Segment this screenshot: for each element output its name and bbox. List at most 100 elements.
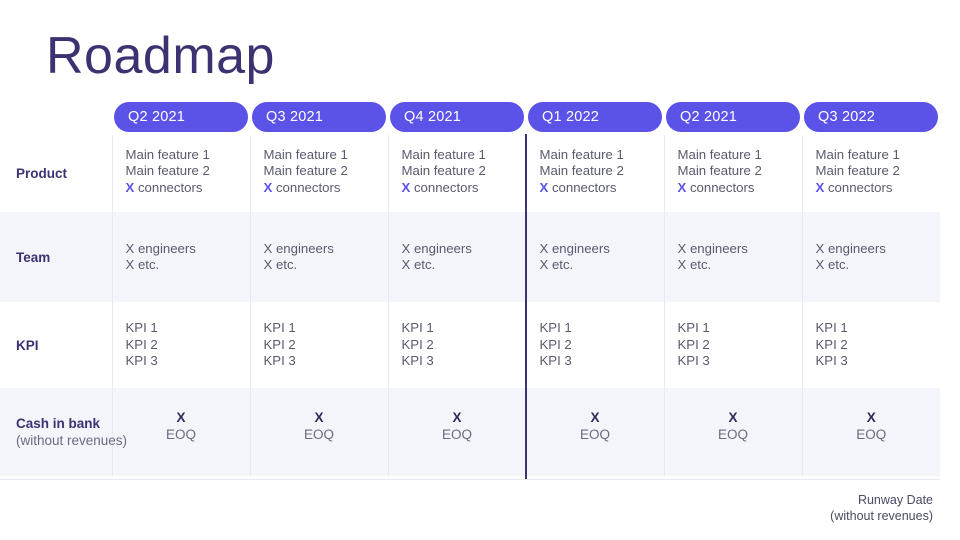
connectors-line: X connectors [540, 180, 664, 197]
row-label-team: Team [0, 212, 112, 302]
kpi-line: KPI 1 [815, 320, 848, 336]
kpi-line: KPI 2 [815, 336, 848, 352]
feature-line: Main feature 1 [125, 146, 210, 162]
quarter-pill-label: Q1 2022 [528, 102, 662, 132]
team-line: X etc. [539, 257, 574, 272]
kpi-line: KPI 2 [125, 336, 158, 352]
team-cell-4: X engineers X etc. [525, 212, 664, 302]
cash-value: X [866, 410, 876, 425]
kpi-line: KPI 1 [539, 320, 572, 336]
team-line: X etc. [125, 257, 160, 272]
product-cell-3: Main feature 1 Main feature 2 X connecto… [387, 135, 526, 212]
team-cell-2: X engineers X etc. [249, 212, 388, 302]
cash-value: X [590, 410, 600, 425]
feature-line: Main feature 2 [125, 163, 210, 179]
runway-date-label: Runway Date [857, 493, 933, 507]
header-spacer [0, 99, 112, 135]
quarter-header-6[interactable]: Q3 2022 [802, 99, 940, 135]
product-cell-1: Main feature 1 Main feature 2 X connecto… [111, 135, 250, 212]
x-marker: X [263, 179, 273, 195]
roadmap-table: Q2 2021 Q3 2021 Q4 2021 Q1 2022 Q2 2021 … [0, 99, 940, 476]
kpi-line: KPI 2 [677, 336, 710, 352]
cash-unit: EOQ [717, 427, 748, 442]
connectors-label: connectors [548, 179, 617, 195]
table-row-team: Team X engineers X etc. X engineers X et… [0, 212, 940, 302]
connectors-line: X connectors [816, 180, 941, 197]
feature-line: Main feature 1 [401, 146, 486, 162]
cash-value: X [452, 410, 462, 425]
kpi-cell-1: KPI 1 KPI 2 KPI 3 [111, 302, 250, 388]
cash-cell-3: X EOQ [387, 388, 526, 476]
kpi-cell-6: KPI 1 KPI 2 KPI 3 [801, 302, 940, 388]
quarter-header-4[interactable]: Q1 2022 [526, 99, 664, 135]
cash-label-sub: (without revenues) [16, 433, 128, 448]
team-line: X engineers [125, 240, 196, 256]
connectors-label: connectors [134, 179, 203, 195]
cash-unit: EOQ [303, 427, 334, 442]
table-bottom-divider [0, 479, 940, 480]
team-line: X etc. [677, 257, 712, 272]
team-line: X engineers [677, 240, 748, 256]
kpi-line: KPI 1 [263, 320, 296, 336]
cash-unit: EOQ [856, 427, 887, 442]
quarter-header-row: Q2 2021 Q3 2021 Q4 2021 Q1 2022 Q2 2021 … [0, 99, 940, 135]
kpi-line: KPI 2 [263, 336, 296, 352]
x-marker: X [539, 179, 549, 195]
x-marker: X [401, 179, 411, 195]
team-line: X engineers [401, 240, 472, 256]
cash-cell-4: X EOQ [525, 388, 664, 476]
feature-line: Main feature 2 [401, 163, 486, 179]
feature-line: Main feature 2 [677, 163, 762, 179]
team-cell-3: X engineers X etc. [387, 212, 526, 302]
cash-cell-5: X EOQ [663, 388, 802, 476]
kpi-line: KPI 3 [815, 353, 848, 369]
quarter-pill-label: Q2 2021 [666, 102, 800, 132]
quarter-header-5[interactable]: Q2 2021 [664, 99, 802, 135]
connectors-line: X connectors [264, 180, 388, 197]
kpi-line: KPI 3 [401, 353, 434, 369]
quarter-header-3[interactable]: Q4 2021 [388, 99, 526, 135]
team-line: X engineers [263, 240, 334, 256]
team-cell-1: X engineers X etc. [111, 212, 250, 302]
team-line: X etc. [815, 257, 850, 272]
runway-date-sublabel: (without revenues) [830, 509, 933, 523]
kpi-cell-3: KPI 1 KPI 2 KPI 3 [387, 302, 526, 388]
row-label-cash-in-bank: Cash in bank (without revenues) [0, 388, 128, 476]
connectors-line: X connectors [402, 180, 526, 197]
feature-line: Main feature 1 [263, 146, 348, 162]
kpi-line: KPI 2 [401, 336, 434, 352]
year-boundary-divider [525, 134, 527, 479]
quarter-header-2[interactable]: Q3 2021 [250, 99, 388, 135]
table-row-product: Product Main feature 1 Main feature 2 X … [0, 135, 940, 212]
cash-label-main: Cash in bank [16, 416, 101, 431]
product-cell-4: Main feature 1 Main feature 2 X connecto… [525, 135, 664, 212]
connectors-line: X connectors [678, 180, 802, 197]
product-cell-2: Main feature 1 Main feature 2 X connecto… [249, 135, 388, 212]
feature-line: Main feature 2 [815, 163, 900, 179]
table-row-cash-in-bank: Cash in bank (without revenues) X EOQ X … [0, 388, 940, 476]
x-marker: X [677, 179, 687, 195]
team-cell-6: X engineers X etc. [801, 212, 940, 302]
cash-unit: EOQ [579, 427, 610, 442]
runway-date-note: Runway Date (without revenues) [830, 492, 933, 524]
cash-unit: EOQ [441, 427, 472, 442]
cash-cell-2: X EOQ [249, 388, 388, 476]
kpi-line: KPI 3 [263, 353, 296, 369]
quarter-header-1[interactable]: Q2 2021 [112, 99, 250, 135]
kpi-line: KPI 1 [125, 320, 158, 336]
page-title: Roadmap [46, 27, 275, 85]
table-row-kpi: KPI KPI 1 KPI 2 KPI 3 KPI 1 KPI 2 KPI 3 … [0, 302, 940, 388]
team-line: X engineers [539, 240, 610, 256]
cash-value: X [314, 410, 324, 425]
kpi-line: KPI 3 [125, 353, 158, 369]
connectors-label: connectors [410, 179, 479, 195]
product-cell-6: Main feature 1 Main feature 2 X connecto… [801, 135, 941, 212]
cash-cell-1: X EOQ [111, 388, 250, 476]
kpi-line: KPI 1 [677, 320, 710, 336]
kpi-line: KPI 1 [401, 320, 434, 336]
kpi-line: KPI 3 [677, 353, 710, 369]
cash-cell-6: X EOQ [801, 388, 940, 476]
team-line: X etc. [263, 257, 298, 272]
feature-line: Main feature 1 [539, 146, 624, 162]
